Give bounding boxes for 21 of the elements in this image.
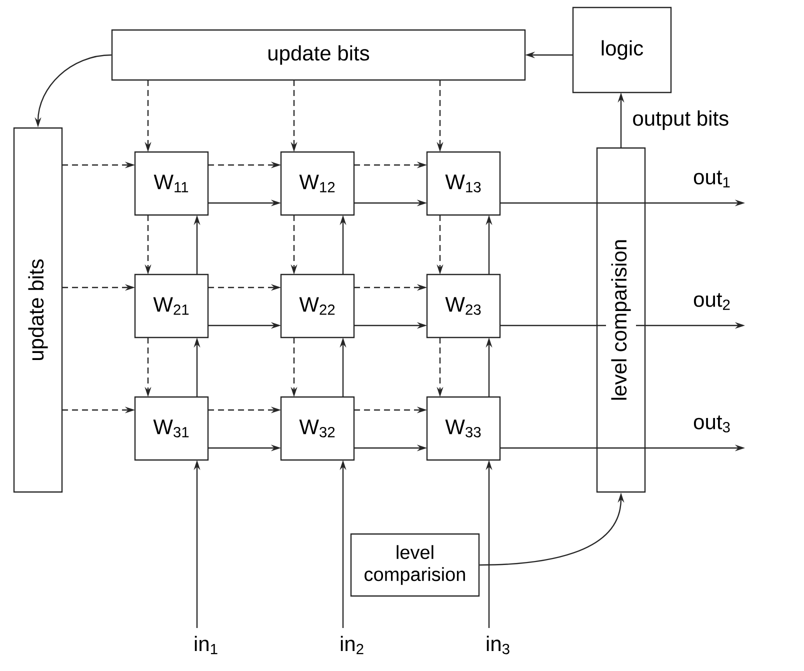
weight-box: W$_{12}$ [280,151,355,216]
edge-label: output bits [631,109,730,131]
weight-box: W$_{33}$ [426,396,501,461]
process-box: update bits [111,29,526,81]
weight-box: W$_{31}$ [134,396,209,461]
weight-box: W$_{32}$ [280,396,355,461]
process-box: update bits [13,127,63,493]
weight-box: W$_{22}$ [280,274,355,338]
weight-box: W$_{21}$ [134,274,209,338]
edge-label: out$_{1}$ [692,170,732,188]
weight-box: W$_{11}$ [134,151,209,216]
input-label: in$_{3}$ [486,636,510,654]
weight-box: W$_{13}$ [426,151,501,216]
logic-box: logic [572,6,672,94]
weight-box: W$_{23}$ [426,274,501,338]
input-label: in$_{2}$ [340,636,364,654]
input-label: in$_{1}$ [194,636,218,654]
edge-label: out$_{3}$ [692,414,732,434]
process-box: level comparision [350,533,480,597]
process-box: level comparision [596,147,646,493]
edge-label: out$_{2}$ [692,292,732,311]
